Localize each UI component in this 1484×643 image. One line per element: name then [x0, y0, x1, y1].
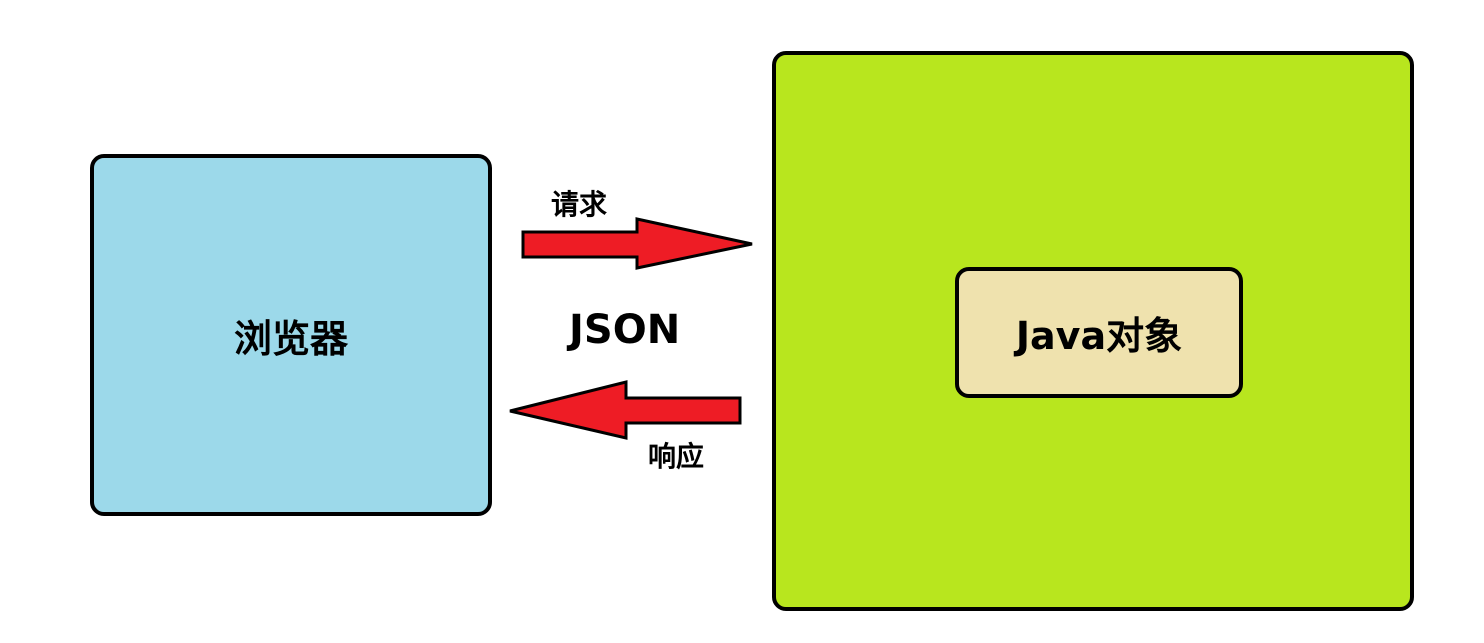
java-object-box: Java对象 — [955, 267, 1243, 398]
response-arrow — [509, 380, 742, 440]
response-label: 响应 — [648, 440, 705, 473]
request-arrow — [521, 217, 753, 270]
json-label: JSON — [569, 307, 681, 353]
request-label: 请求 — [551, 188, 608, 221]
browser-label: 浏览器 — [233, 316, 348, 361]
browser-box: 浏览器 — [90, 154, 492, 516]
java-object-label: Java对象 — [1015, 314, 1183, 358]
